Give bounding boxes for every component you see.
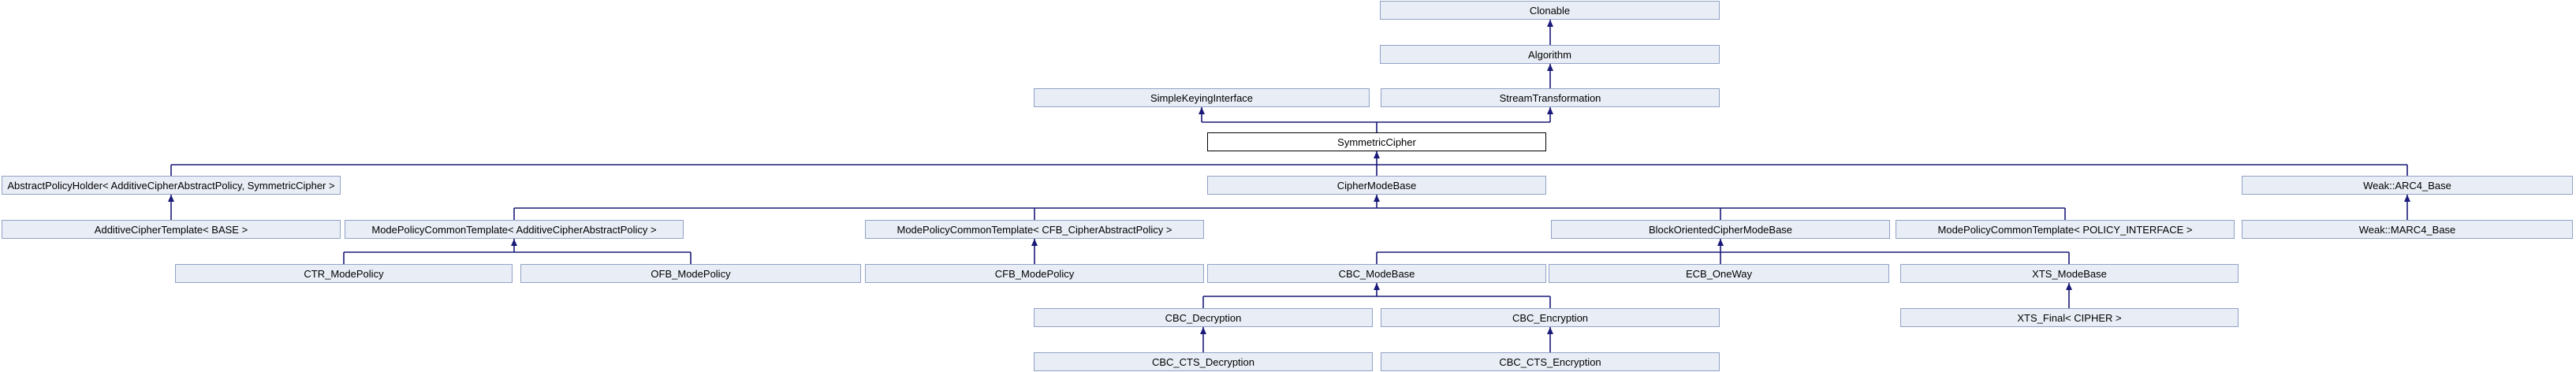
class-node-cbc-encryption[interactable]: CBC_Encryption [1381,308,1720,327]
class-node-clonable[interactable]: Clonable [1380,1,1720,20]
class-node-ofb-mode-policy[interactable]: OFB_ModePolicy [520,264,861,283]
class-node-symmetric-cipher: SymmetricCipher [1207,132,1546,151]
class-node-mode-policy-common-template-additive[interactable]: ModePolicyCommonTemplate< AdditiveCipher… [345,220,684,239]
class-node-weak-arc4-base[interactable]: Weak::ARC4_Base [2242,176,2573,195]
class-node-cbc-mode-base[interactable]: CBC_ModeBase [1207,264,1546,283]
class-node-mode-policy-common-template-policy-interface[interactable]: ModePolicyCommonTemplate< POLICY_INTERFA… [1896,220,2235,239]
class-node-cbc-cts-encryption[interactable]: CBC_CTS_Encryption [1381,352,1720,371]
class-node-stream-transformation[interactable]: StreamTransformation [1381,88,1720,107]
class-node-mode-policy-common-template-cfb[interactable]: ModePolicyCommonTemplate< CFB_CipherAbst… [865,220,1204,239]
class-node-cfb-mode-policy[interactable]: CFB_ModePolicy [865,264,1204,283]
class-node-additive-cipher-template[interactable]: AdditiveCipherTemplate< BASE > [2,220,341,239]
class-node-xts-final[interactable]: XTS_Final< CIPHER > [1900,308,2239,327]
class-node-cipher-mode-base[interactable]: CipherModeBase [1207,176,1546,195]
class-node-weak-marc4-base[interactable]: Weak::MARC4_Base [2242,220,2573,239]
class-node-cbc-cts-decryption[interactable]: CBC_CTS_Decryption [1034,352,1373,371]
class-node-algorithm[interactable]: Algorithm [1380,45,1720,64]
class-node-ctr-mode-policy[interactable]: CTR_ModePolicy [175,264,513,283]
class-node-ecb-one-way[interactable]: ECB_OneWay [1549,264,1889,283]
class-node-cbc-decryption[interactable]: CBC_Decryption [1034,308,1373,327]
class-node-abstract-policy-holder[interactable]: AbstractPolicyHolder< AdditiveCipherAbst… [2,176,341,195]
class-node-simple-keying-interface[interactable]: SimpleKeyingInterface [1034,88,1370,107]
class-node-block-oriented-cipher-mode-base[interactable]: BlockOrientedCipherModeBase [1551,220,1890,239]
class-node-xts-mode-base[interactable]: XTS_ModeBase [1900,264,2239,283]
